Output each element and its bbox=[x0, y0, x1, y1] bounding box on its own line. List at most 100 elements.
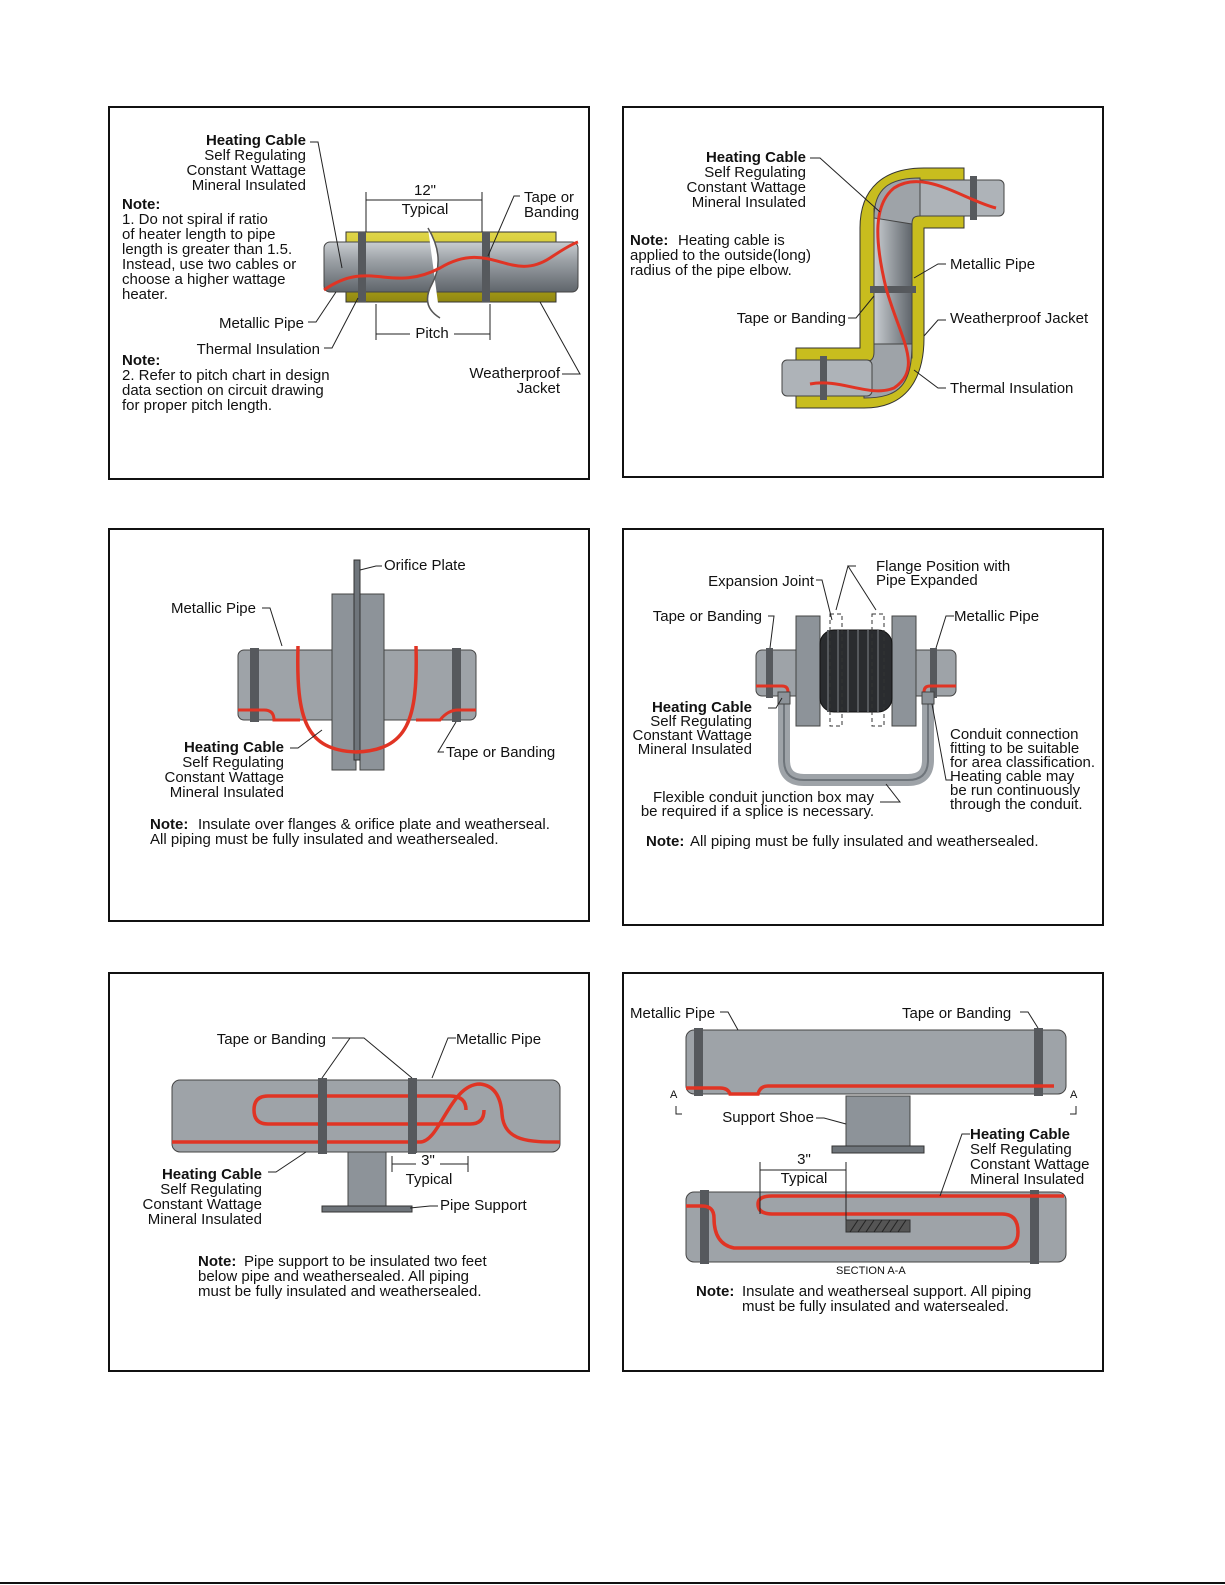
p4-cable-type-2: Constant Wattage bbox=[632, 727, 752, 744]
p1-note1-line: choose a higher wattage bbox=[122, 271, 286, 288]
p2-cable-type-3: Mineral Insulated bbox=[691, 194, 806, 211]
p6-cable-type-3: Mineral Insulated bbox=[970, 1171, 1085, 1188]
p4-flange-label: Flange Position with bbox=[876, 558, 1011, 575]
p2-note-line: applied to the outside(long) bbox=[630, 247, 811, 264]
panel-pipe-elbow: Heating Cable Self Regulating Constant W… bbox=[622, 106, 1104, 478]
p5-dim-typical: Typical bbox=[405, 1171, 453, 1188]
p2-cable-type-1: Self Regulating bbox=[704, 164, 806, 181]
p5-tape-label: Tape or Banding bbox=[216, 1031, 326, 1048]
p1-dim-typical: Typical bbox=[401, 201, 449, 218]
p6-note-title: Note: bbox=[696, 1283, 735, 1300]
p3-orifice-plate-label: Orifice Plate bbox=[384, 557, 466, 574]
p6-cable-type-2: Constant Wattage bbox=[970, 1156, 1090, 1173]
p3-note-line: Insulate over flanges & orifice plate an… bbox=[198, 816, 550, 833]
page-bottom-rule bbox=[0, 1582, 1225, 1584]
p4-flex-line: be required if a splice is necessary. bbox=[640, 803, 874, 820]
p1-cable-type-3: Mineral Insulated bbox=[191, 177, 306, 194]
p1-note1-line: Instead, use two cables or bbox=[122, 256, 297, 273]
spiral-pipe-drawing bbox=[308, 141, 581, 375]
p5-dim-3: 3" bbox=[416, 1153, 440, 1168]
elbow-pipe-drawing bbox=[781, 157, 1005, 409]
p1-note1-line: heater. bbox=[122, 286, 168, 303]
panel-pipe-support: Tape or Banding Metallic Pipe Heating Ca… bbox=[108, 972, 590, 1372]
p1-note2-line: data section on circuit drawing bbox=[122, 382, 324, 399]
p4-heating-cable-label: Heating Cable bbox=[651, 699, 752, 716]
p5-cable-type-1: Self Regulating bbox=[160, 1181, 262, 1198]
p4-tape-label: Tape or Banding bbox=[652, 608, 762, 625]
p3-tape-label: Tape or Banding bbox=[446, 744, 556, 761]
p1-cable-type-2: Constant Wattage bbox=[186, 162, 306, 179]
panel-support-shoe: Metallic Pipe Tape or Banding A A Suppor… bbox=[622, 972, 1104, 1372]
p2-cable-type-2: Constant Wattage bbox=[686, 179, 806, 196]
p5-cable-type-3: Mineral Insulated bbox=[147, 1211, 262, 1228]
p6-dim-3: 3" bbox=[797, 1151, 811, 1168]
panel-expansion-joint: Flange Position with Pipe Expanded Expan… bbox=[622, 528, 1104, 926]
p1-note2-line: for proper pitch length. bbox=[122, 397, 273, 414]
p1-pitch-label: Pitch bbox=[410, 326, 454, 341]
panel-spiral-cable: Heating Cable Self Regulating Constant W… bbox=[108, 106, 590, 480]
p3-cable-type-2: Constant Wattage bbox=[164, 769, 284, 786]
p1-dim-12: 12" bbox=[413, 182, 436, 199]
p1-tape-label: Tape or bbox=[524, 189, 575, 206]
p4-conduit-line: Heating cable may bbox=[950, 768, 1075, 785]
p3-cable-type-1: Self Regulating bbox=[182, 754, 284, 771]
p5-note-title: Note: bbox=[198, 1253, 237, 1270]
p1-note1-line: 1. Do not spiral if ratio bbox=[122, 211, 268, 228]
p6-cable-type-1: Self Regulating bbox=[970, 1141, 1072, 1158]
p3-note-line: All piping must be fully insulated and w… bbox=[150, 831, 499, 848]
p1-metallic-pipe-label: Metallic Pipe bbox=[218, 315, 304, 332]
p4-flange-label: Pipe Expanded bbox=[876, 572, 978, 589]
p6-dim-typical: Typical bbox=[772, 1171, 836, 1186]
p1-jacket-label: Weatherproof bbox=[469, 365, 560, 382]
p4-conduit-line: for area classification. bbox=[950, 754, 1096, 771]
p5-note-line: below pipe and weathersealed. All piping bbox=[198, 1268, 470, 1285]
p4-conduit-line: through the conduit. bbox=[950, 796, 1083, 813]
p6-heating-cable-label: Heating Cable bbox=[970, 1126, 1071, 1143]
p6-metallic-pipe-label: Metallic Pipe bbox=[630, 1005, 716, 1022]
p2-note-line: radius of the pipe elbow. bbox=[630, 262, 792, 279]
p1-jacket-label: Jacket bbox=[516, 380, 560, 397]
p2-note-line: Heating cable is bbox=[678, 232, 785, 249]
p4-conduit-line: be run continuously bbox=[950, 782, 1081, 799]
pipe-support-drawing bbox=[171, 1037, 561, 1213]
p3-metallic-pipe-label: Metallic Pipe bbox=[170, 600, 256, 617]
p5-note-line: must be fully insulated and weatherseale… bbox=[198, 1283, 482, 1300]
p1-note1-title: Note: bbox=[122, 196, 161, 213]
p1-note2-title: Note: bbox=[122, 352, 161, 369]
p3-note-title: Note: bbox=[150, 816, 189, 833]
p4-metallic-pipe-label: Metallic Pipe bbox=[954, 608, 1040, 625]
p3-cable-type-3: Mineral Insulated bbox=[169, 784, 284, 801]
p2-metallic-pipe-label: Metallic Pipe bbox=[950, 256, 1036, 273]
p1-note1-line: length is greater than 1.5. bbox=[122, 241, 293, 258]
p4-note-text: All piping must be fully insulated and w… bbox=[690, 833, 1039, 850]
p5-cable-type-2: Constant Wattage bbox=[142, 1196, 262, 1213]
p1-thermal-insulation-label: Thermal Insulation bbox=[196, 341, 320, 358]
p1-note2-line: 2. Refer to pitch chart in design bbox=[122, 367, 330, 384]
p6-section-mark-left: A bbox=[670, 1089, 678, 1101]
p3-heating-cable-label: Heating Cable bbox=[183, 739, 284, 756]
p5-pipe-support-label: Pipe Support bbox=[440, 1197, 527, 1214]
p6-note-line: must be fully insulated and watersealed. bbox=[742, 1298, 1009, 1315]
p5-heating-cable-label: Heating Cable bbox=[161, 1166, 262, 1183]
p2-note-title: Note: bbox=[630, 232, 669, 249]
p1-heating-cable-label: Heating Cable bbox=[205, 132, 306, 149]
p2-jacket-label: Weatherproof Jacket bbox=[950, 310, 1089, 327]
support-shoe-drawing bbox=[675, 1011, 1077, 1264]
p1-note1-line: of heater length to pipe bbox=[122, 226, 276, 243]
p4-note-title: Note: bbox=[646, 833, 685, 850]
p2-tape-label: Tape or Banding bbox=[736, 310, 846, 327]
p5-metallic-pipe-label: Metallic Pipe bbox=[456, 1031, 542, 1048]
expansion-joint-drawing bbox=[755, 565, 957, 803]
p6-section-label: SECTION A-A bbox=[836, 1265, 906, 1277]
p4-cable-type-3: Mineral Insulated bbox=[637, 741, 752, 758]
p2-heating-cable-label: Heating Cable bbox=[705, 149, 806, 166]
p2-thermal-insulation-label: Thermal Insulation bbox=[950, 380, 1074, 397]
p6-note-line: Insulate and weatherseal support. All pi… bbox=[742, 1283, 1032, 1300]
p4-conduit-line: fitting to be suitable bbox=[950, 740, 1080, 757]
p4-conduit-line: Conduit connection bbox=[950, 726, 1079, 743]
p6-support-shoe-label: Support Shoe bbox=[722, 1109, 814, 1126]
p4-flex-line: Flexible conduit junction box may bbox=[653, 789, 874, 806]
panel-orifice-plate: Orifice Plate Metallic Pipe Heating Cabl… bbox=[108, 528, 590, 922]
p4-cable-type-1: Self Regulating bbox=[650, 713, 752, 730]
p5-note-line: Pipe support to be insulated two feet bbox=[244, 1253, 487, 1270]
